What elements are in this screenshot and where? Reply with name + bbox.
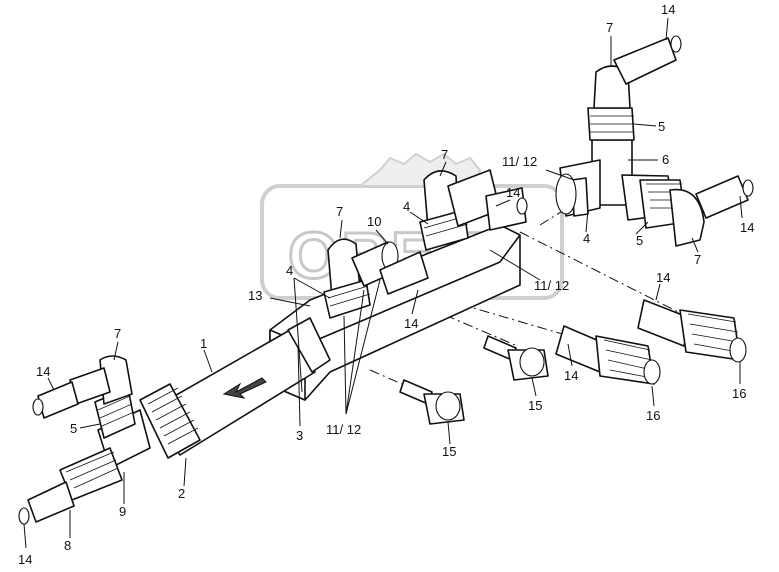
callout-4-mid: 4 xyxy=(403,199,410,214)
callout-leaders xyxy=(23,17,743,549)
callout-2: 2 xyxy=(178,486,185,501)
callout-14-bottom-left: 14 xyxy=(36,364,50,379)
guide-line-1 xyxy=(519,231,691,319)
callout-4-right: 4 xyxy=(583,231,590,246)
callout-1: 1 xyxy=(200,336,207,351)
callout-14-bottom: 14 xyxy=(18,552,32,567)
pressure-sensors xyxy=(555,299,747,385)
callout-16-b: 16 xyxy=(732,386,746,401)
callout-7-left: 7 xyxy=(336,204,343,219)
flow-arrow-icon xyxy=(222,377,267,399)
callout-10: 10 xyxy=(367,214,381,229)
callout-5-top: 5 xyxy=(658,119,665,134)
callout-13: 13 xyxy=(248,288,262,303)
callout-9: 9 xyxy=(119,504,126,519)
filter-housing xyxy=(139,317,331,459)
callout-14-mid: 14 xyxy=(506,185,520,200)
callout-14-center: 14 xyxy=(404,316,418,331)
callout-5-bottom-left: 5 xyxy=(70,421,77,436)
left-tee-fitting xyxy=(18,355,151,525)
callout-8: 8 xyxy=(64,538,71,553)
callout-7-mid: 7 xyxy=(441,147,448,162)
guide-line-5 xyxy=(539,199,581,226)
upper-right-tee xyxy=(555,35,754,247)
guide-line-3 xyxy=(444,314,516,346)
callout-11-12-top: 11/ 12 xyxy=(502,154,537,169)
callout-14-top: 14 xyxy=(661,2,675,17)
callout-15-a: 15 xyxy=(528,398,542,413)
callout-11-12-mid: 11/ 12 xyxy=(534,278,569,293)
upper-center-sensor xyxy=(419,169,528,251)
callout-5-right: 5 xyxy=(636,233,643,248)
callout-16-a: 16 xyxy=(646,408,660,423)
center-sensor-assembly xyxy=(323,238,429,319)
callout-labels: 14 7 5 6 11/ 12 7 14 14 4 4 5 7 7 10 4 1… xyxy=(18,2,754,567)
callout-3: 3 xyxy=(296,428,303,443)
plug-bolts xyxy=(399,335,549,425)
callout-11-12-bottom: 11/ 12 xyxy=(326,422,361,437)
callout-15-b: 15 xyxy=(442,444,456,459)
callout-6: 6 xyxy=(662,152,669,167)
callout-14-center-right: 14 xyxy=(564,368,578,383)
callout-14-right: 14 xyxy=(740,220,754,235)
callout-7-right: 7 xyxy=(694,252,701,267)
callout-7-bottom-left: 7 xyxy=(114,326,121,341)
callout-14-rear-right: 14 xyxy=(656,270,670,285)
callout-7-top: 7 xyxy=(606,20,613,35)
callout-4-left: 4 xyxy=(286,263,293,278)
